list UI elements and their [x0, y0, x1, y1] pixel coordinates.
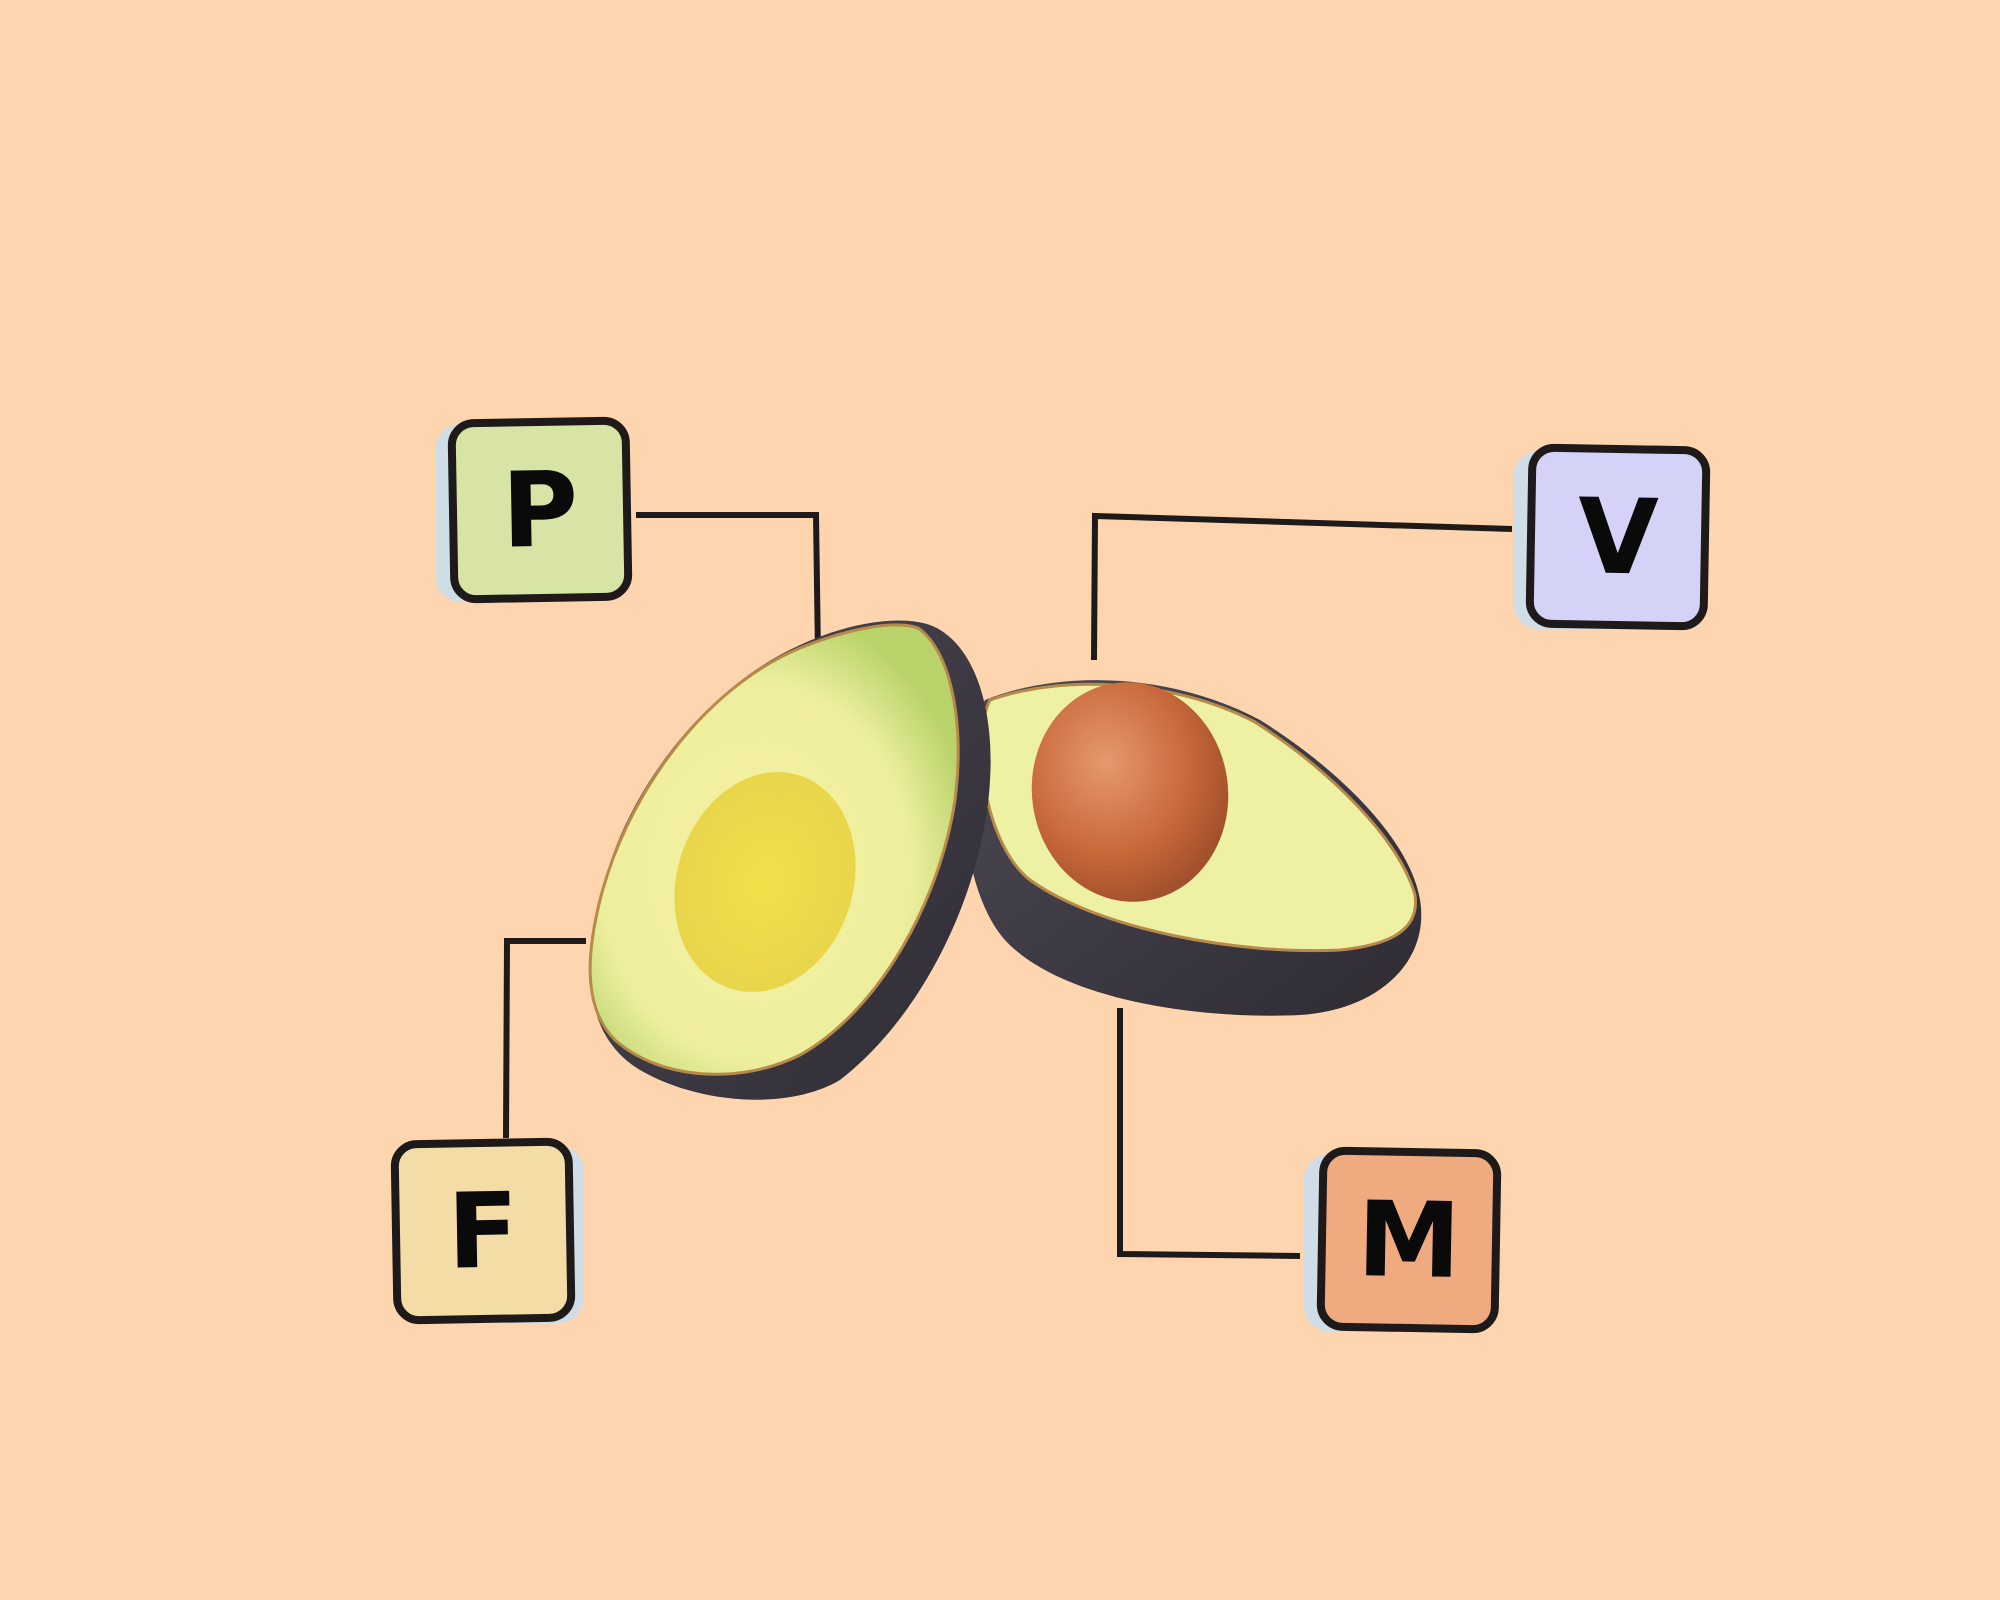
label-box-m: M [1304, 1146, 1502, 1334]
label-card-m: M [1316, 1146, 1502, 1334]
connector-m [1117, 1008, 1301, 1259]
label-letter-f: F [446, 1169, 520, 1293]
connector-lines [503, 512, 1513, 1259]
label-card-p: P [447, 416, 633, 604]
label-letter-v: V [1576, 475, 1660, 599]
avocado-right-half [963, 680, 1422, 1016]
avocado-left-half [588, 620, 991, 1100]
connector-p [636, 512, 821, 656]
label-card-f: F [390, 1137, 576, 1325]
label-letter-m: M [1356, 1178, 1462, 1302]
label-card-v: V [1525, 443, 1711, 631]
connector-v [1091, 512, 1513, 661]
label-box-p: P [435, 416, 633, 604]
label-box-v: V [1513, 443, 1711, 631]
label-letter-p: P [500, 448, 580, 572]
connector-f [503, 938, 586, 1139]
label-box-f: F [390, 1137, 584, 1325]
